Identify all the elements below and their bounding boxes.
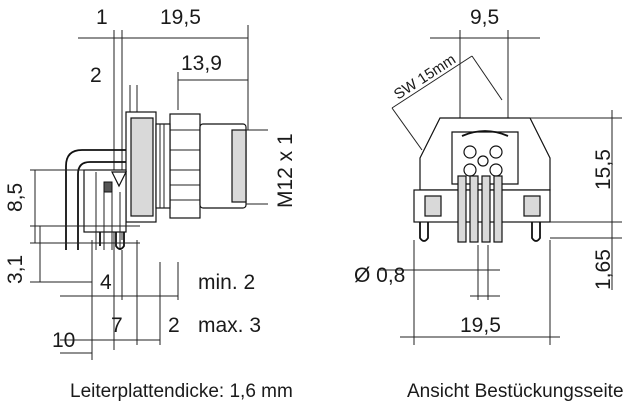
side-view xyxy=(30,25,268,360)
dim-2-bottom: 2 xyxy=(168,314,180,337)
front-view xyxy=(380,30,622,345)
dim-min-2: min. 2 xyxy=(198,271,255,294)
dim-4: 4 xyxy=(100,271,112,294)
dim-19-5-bottom: 19,5 xyxy=(460,314,501,337)
dim-13-9: 13,9 xyxy=(181,52,222,75)
pin-2 xyxy=(469,175,479,243)
dim-diameter-0-8: Ø 0,8 xyxy=(354,264,405,287)
dim-1: 1 xyxy=(96,6,108,29)
dim-8-5: 8,5 xyxy=(4,183,27,212)
dim-max-3: max. 3 xyxy=(198,314,261,337)
caption-pcb-thickness: Leiterplattendicke: 1,6 mm xyxy=(70,381,293,402)
dim-19-5-top: 19,5 xyxy=(160,6,201,29)
dim-2-top: 2 xyxy=(90,64,102,87)
caption-view-side: Ansicht Bestückungsseite xyxy=(407,381,624,402)
dim-7: 7 xyxy=(111,314,123,337)
dim-9-5: 9,5 xyxy=(470,6,499,29)
dim-1-65: 1,65 xyxy=(592,249,615,290)
pin-3 xyxy=(481,175,491,243)
pin-4 xyxy=(493,175,503,243)
dim-m12: M12 x 1 xyxy=(274,133,297,208)
pin-1 xyxy=(457,175,467,243)
dim-15-5: 15,5 xyxy=(592,149,615,190)
pin-housing xyxy=(83,169,127,233)
dim-10: 10 xyxy=(52,329,75,352)
dim-sw-15mm: SW 15mm xyxy=(391,51,459,103)
dim-3-1: 3,1 xyxy=(4,255,27,284)
